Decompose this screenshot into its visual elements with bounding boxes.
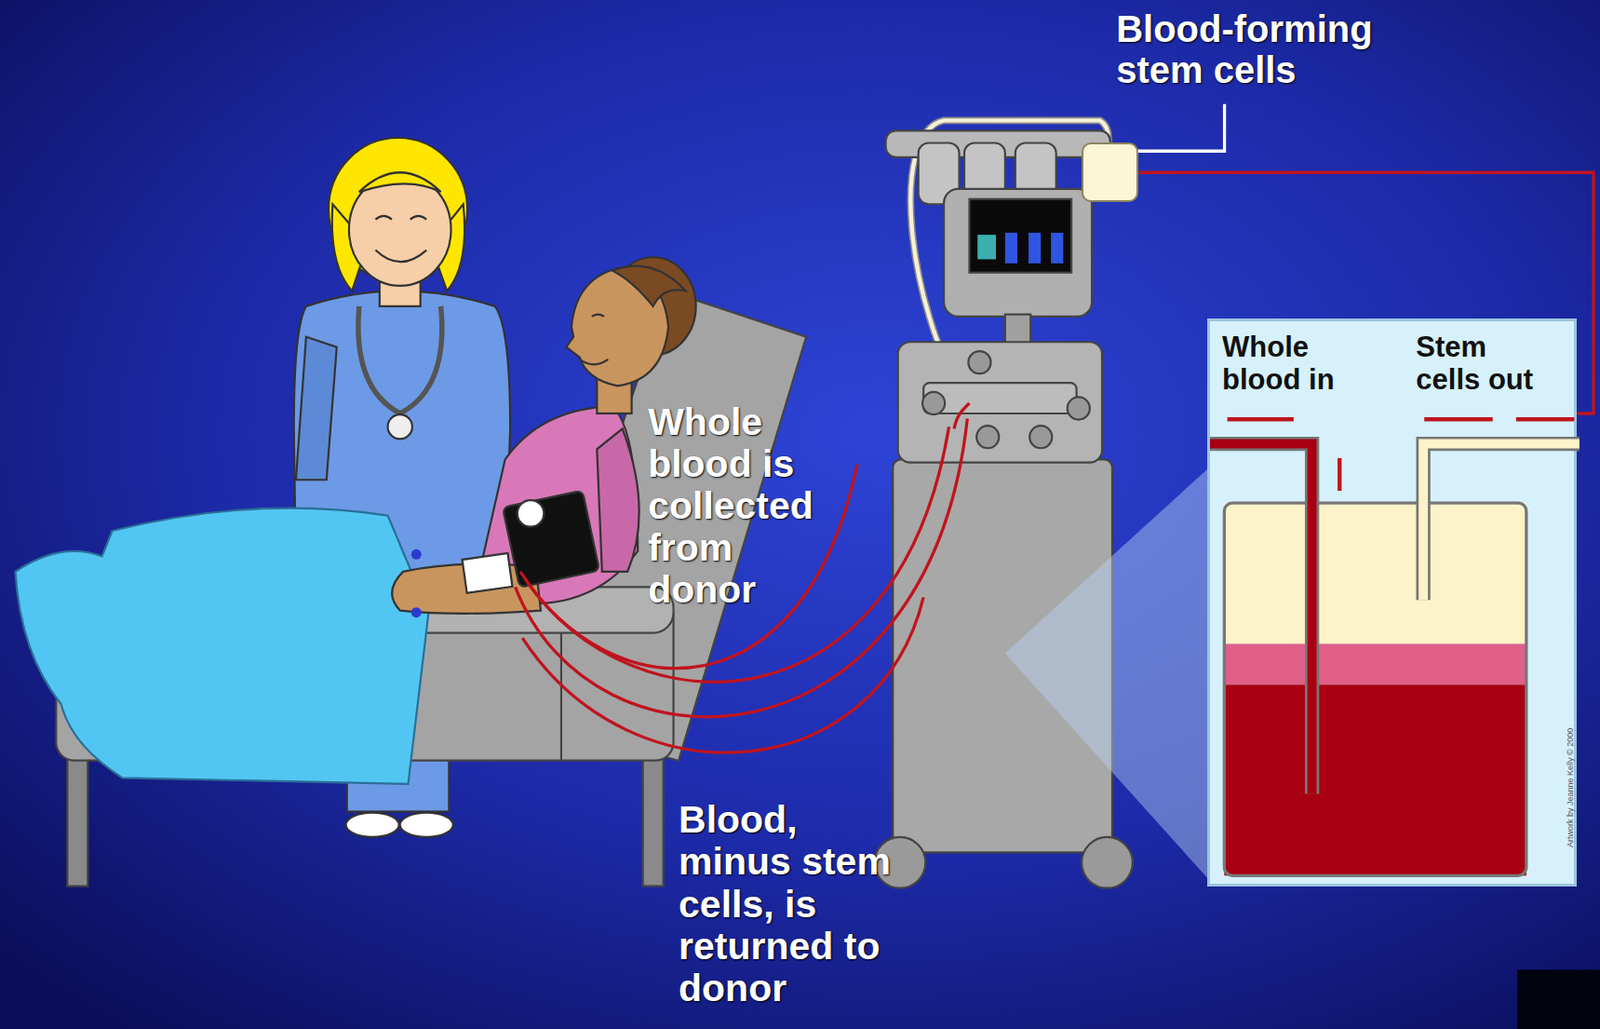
patient-figure [502,490,600,588]
patient-figure [591,314,605,317]
blanket [14,508,429,784]
apheresis-machine [968,350,991,374]
nurse-figure [359,172,442,192]
corner-block [1517,968,1600,1029]
recliner-chair [643,754,664,886]
patient-figure [596,428,639,571]
node-text: Blood-forming stem cells [1115,8,1396,93]
separator-chamber [1423,443,1580,601]
nurse-figure [375,250,427,263]
apheresis-machine [1028,232,1041,264]
recliner-chair [67,754,88,886]
nurse-figure [375,215,427,220]
apheresis-machine [1005,232,1018,264]
patient-figure [579,359,609,364]
magnified-chamber-panel: Whole blood in Stem cells out [1207,318,1577,887]
apheresis-machine [943,188,1092,317]
separator-chamber [1223,502,1527,875]
separator-chamber [1424,416,1493,421]
nurse-figure [388,414,413,439]
apheresis-machine [968,199,1072,273]
patient-figure [411,549,422,560]
apheresis-machine [1081,836,1133,888]
node-text: Stem cells out [1415,331,1556,396]
nurse-figure [400,812,454,837]
step-label: Whole blood is collected from donor [647,401,839,611]
separator-chamber [1227,416,1294,421]
patient-figure [411,606,422,618]
separator-chamber [1223,643,1527,685]
apheresis-machine [976,425,999,448]
apheresis-machine [874,120,1133,888]
blood-tubing [522,596,924,753]
separator-chamber [1210,321,1580,889]
patient-figure [612,266,686,307]
apheresis-machine [923,382,1076,414]
recliner-chair [560,632,563,761]
apheresis-machine [922,391,945,415]
separator-chamber [1516,416,1574,421]
stem-cell-bag: Blood-forming stem cells [1081,142,1139,202]
separator-chamber [1223,684,1527,875]
apheresis-machine [1067,396,1090,419]
artist-credit: Artwork by Jeanne Kelly © 2000 [1566,688,1576,848]
blanket [14,508,429,784]
separator-chamber [1423,443,1580,601]
step-label: Blood, minus stem cells, is returned to … [678,798,898,1009]
patient-figure [517,499,545,527]
separator-chamber [1337,457,1342,491]
nurse-figure [346,812,400,837]
nurse-figure [295,336,337,480]
blood-tubing [954,403,969,429]
apheresis-machine [1050,232,1063,264]
node-text: Whole blood in [1222,331,1362,396]
separator-chamber [1223,502,1527,644]
separator-chamber [1210,443,1313,794]
nurse-figure [358,306,443,414]
magnifier-cone [1005,467,1210,880]
separator-chamber [1210,443,1313,794]
apheresis-machine [977,234,996,259]
apheresis-machine [1029,425,1052,448]
patient-figure [462,552,513,593]
apheresis-machine [898,341,1103,462]
